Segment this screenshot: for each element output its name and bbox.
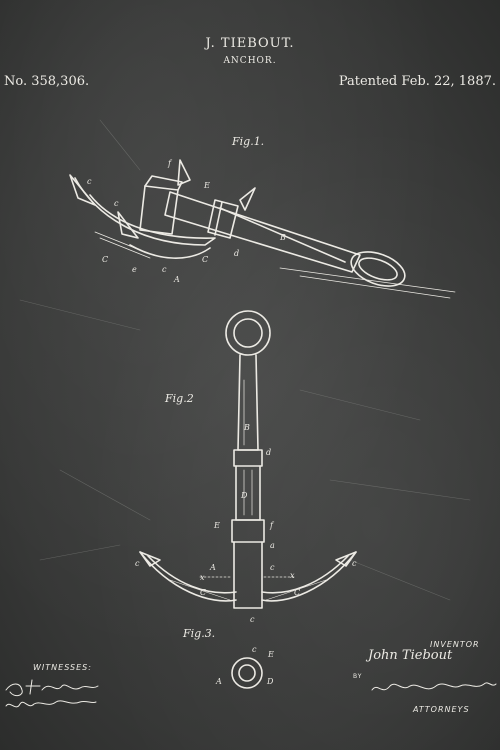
inventor-label: INVENTOR bbox=[430, 640, 480, 649]
figure-1-anchor: c c f E B d C e c A C bbox=[69, 159, 456, 299]
patent-date: Patented Feb. 22, 1887. bbox=[338, 74, 496, 89]
svg-text:C: C bbox=[102, 255, 108, 264]
svg-text:E: E bbox=[213, 521, 220, 530]
svg-text:d: d bbox=[266, 448, 271, 457]
svg-text:c: c bbox=[250, 615, 255, 624]
svg-text:D: D bbox=[266, 677, 274, 686]
inventor-signature: John Tiebout bbox=[368, 648, 453, 663]
figure-2-anchor: B d D E f a A c x x c c C C c bbox=[135, 310, 357, 624]
svg-text:B: B bbox=[279, 233, 286, 242]
svg-text:x: x bbox=[200, 573, 205, 582]
svg-text:D: D bbox=[240, 491, 248, 500]
svg-text:c: c bbox=[87, 177, 92, 186]
chalk-texture bbox=[19, 119, 471, 601]
by-label: BY bbox=[353, 673, 363, 680]
svg-text:f: f bbox=[269, 521, 275, 530]
figure-1-label: Fig.1. bbox=[232, 135, 265, 148]
svg-text:f: f bbox=[167, 159, 173, 168]
svg-text:E: E bbox=[203, 181, 210, 190]
attorneys-label: ATTORNEYS bbox=[413, 705, 470, 714]
svg-text:A: A bbox=[173, 275, 180, 284]
svg-text:C: C bbox=[200, 588, 206, 597]
figure-3-label: Fig.3. bbox=[183, 627, 216, 640]
svg-text:E: E bbox=[267, 650, 274, 659]
svg-text:B: B bbox=[243, 423, 250, 432]
svg-text:e: e bbox=[132, 265, 137, 274]
witness-signatures bbox=[5, 679, 99, 708]
svg-text:A: A bbox=[215, 677, 222, 686]
svg-text:c: c bbox=[162, 265, 167, 274]
svg-text:C: C bbox=[202, 255, 208, 264]
patent-number: No. 358,306. bbox=[4, 74, 90, 89]
figure-3-section: c E A D bbox=[215, 645, 274, 689]
svg-text:a: a bbox=[270, 541, 275, 550]
svg-text:c: c bbox=[270, 563, 275, 572]
svg-text:C: C bbox=[294, 588, 300, 597]
patent-title: J. TIEBOUT. bbox=[205, 36, 295, 51]
svg-text:c: c bbox=[252, 645, 257, 654]
svg-text:c: c bbox=[352, 559, 357, 568]
svg-text:c: c bbox=[114, 199, 119, 208]
svg-text:d: d bbox=[234, 249, 239, 258]
attorney-signature bbox=[371, 682, 497, 691]
patent-subtitle: ANCHOR. bbox=[223, 56, 277, 66]
svg-text:x: x bbox=[290, 571, 295, 580]
svg-text:c: c bbox=[135, 559, 140, 568]
witnesses-label: WITNESSES: bbox=[33, 663, 92, 672]
svg-text:A: A bbox=[209, 563, 216, 572]
figure-2-label: Fig.2 bbox=[165, 392, 194, 405]
